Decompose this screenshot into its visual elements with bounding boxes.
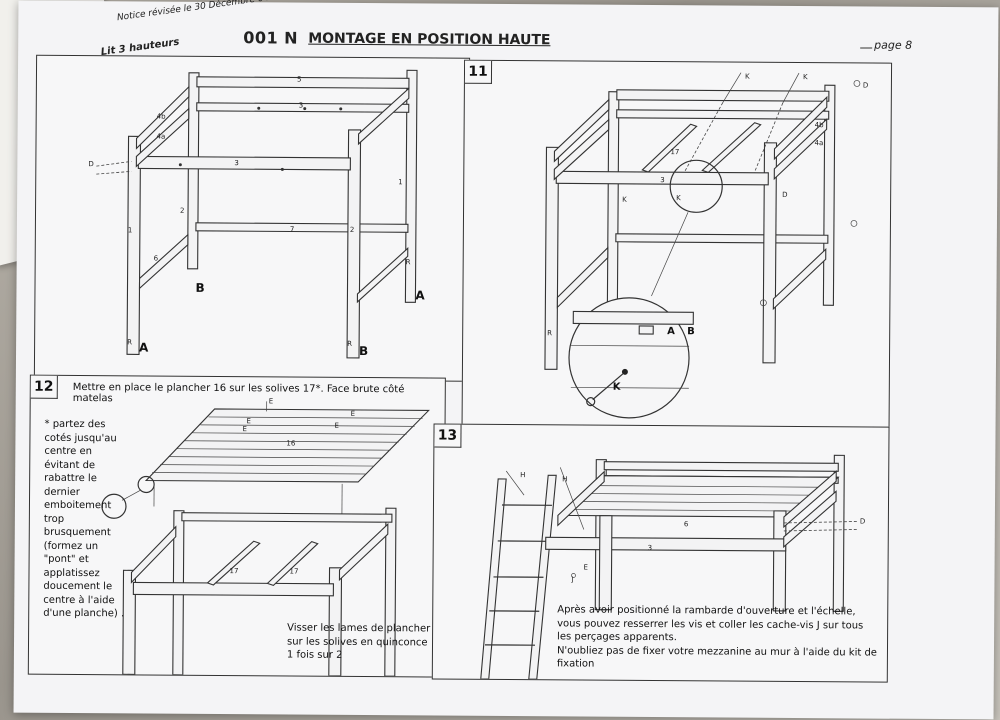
step-12-note: * partez des cotés jusqu'au centre en év… — [43, 418, 125, 620]
e-label-3: E — [334, 421, 340, 430]
h-label-2: H — [562, 475, 568, 484]
part-6-label: 6 — [153, 254, 159, 263]
step-12-screw-instruction: Visser les lames de plancher sur les sol… — [286, 622, 431, 661]
e-label-4: E — [350, 409, 356, 418]
r-label-2: R — [347, 339, 353, 348]
r-label-1: R — [127, 338, 133, 347]
part-4b-label: 4b — [156, 112, 166, 121]
step-10-drawing — [96, 69, 418, 359]
step-13-drawing — [480, 454, 858, 680]
e-label: E — [583, 563, 589, 572]
k-detail-label: K — [612, 381, 621, 393]
part-4a-label: 4a — [814, 139, 824, 148]
k-label-3: K — [622, 195, 627, 204]
part-3-front-label: 3 — [234, 159, 239, 168]
part-5-label: 5 — [296, 75, 302, 84]
part-2-right-label: 2 — [349, 225, 355, 234]
b-label: B — [687, 326, 695, 338]
part-1-left-label: 1 — [127, 226, 133, 235]
a-label: A — [667, 326, 675, 338]
part-17-label: 17 — [670, 148, 680, 157]
part-16-label: 16 — [286, 439, 296, 448]
product-reference: 001 N — [243, 28, 299, 48]
part-3-label: 3 — [660, 176, 665, 185]
step-13-instruction-wall: N'oubliez pas de fixer votre mezzanine a… — [556, 644, 878, 670]
e-label-1: E — [268, 397, 274, 406]
part-7-label: 7 — [289, 225, 295, 234]
step-11-panel: 11 — [461, 59, 893, 429]
page-number-text: page 8 — [874, 38, 913, 52]
part-6-label: 6 — [683, 520, 689, 529]
d-label-1: D — [862, 81, 869, 90]
part-2-left-label: 2 — [180, 206, 185, 215]
k-label-4: K — [676, 194, 681, 203]
step-13-instruction: Après avoir positionné la rambarde d'ouv… — [557, 603, 877, 673]
part-17-right-label: 17 — [289, 567, 299, 576]
step-12-drawing — [101, 401, 430, 677]
instruction-page: Notice révisée le 30 Décembre 04 - Lit 3… — [13, 0, 999, 720]
r-label-3: R — [405, 258, 411, 267]
d-label-2: D — [782, 190, 788, 199]
revision-notice: Notice révisée le 30 Décembre 04 - — [116, 0, 276, 24]
r-label: R — [547, 329, 553, 338]
b-label-right: B — [359, 343, 369, 359]
k-label-1: K — [744, 72, 750, 81]
step-13-panel: 13 — [431, 423, 890, 683]
step-10-panel: 5 3 3 4b 4a 7 6 1 1 2 2 D R R R A A B B — [33, 54, 471, 382]
e-label-5: E — [246, 417, 252, 426]
step-11-drawing — [544, 72, 861, 419]
k-label-2: K — [802, 73, 808, 82]
j-label: J — [571, 575, 574, 584]
page-number: page 8 — [860, 38, 913, 52]
h-label-1: H — [520, 471, 526, 480]
b-label-left: B — [195, 280, 205, 295]
part-4a-label: 4a — [156, 132, 166, 141]
part-4b-label: 4b — [814, 121, 824, 130]
a-label-right: A — [415, 288, 425, 303]
part-3-label: 3 — [647, 543, 653, 553]
d-label: D — [859, 517, 866, 526]
part-d-label: D — [88, 160, 94, 169]
a-label-left: A — [139, 340, 149, 355]
part-1-right-label: 1 — [398, 178, 403, 187]
part-3-top-label: 3 — [298, 101, 304, 110]
e-label-2: E — [242, 425, 247, 434]
page-title: MONTAGE EN POSITION HAUTE — [308, 30, 551, 49]
step-12-panel: 12 Mettre en place le plancher 16 sur le… — [27, 374, 446, 678]
step-13-instruction-main: Après avoir positionné la rambarde d'ouv… — [557, 604, 864, 644]
part-17-left-label: 17 — [229, 567, 239, 576]
